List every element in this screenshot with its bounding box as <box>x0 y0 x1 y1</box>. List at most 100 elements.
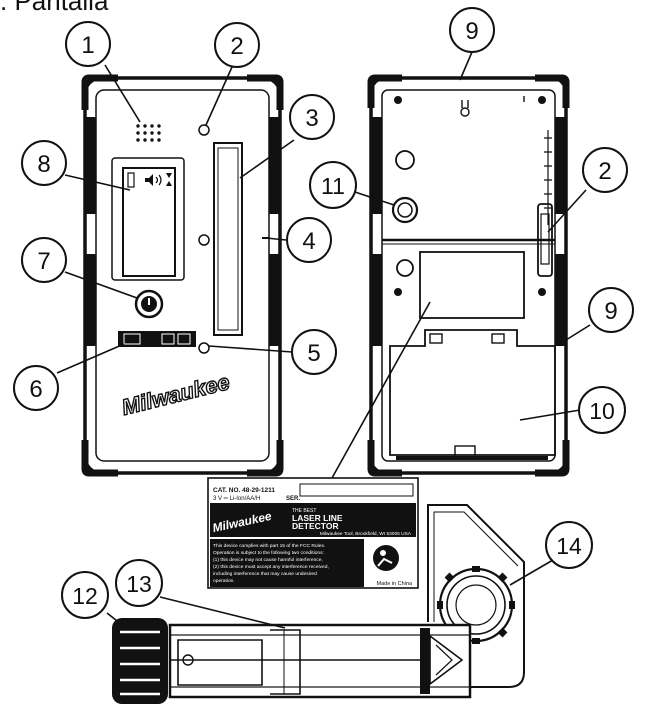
label-area <box>419 251 525 319</box>
svg-text:12: 12 <box>72 583 98 609</box>
svg-text:3: 3 <box>305 105 318 132</box>
clamp-knob-ridges <box>437 566 515 644</box>
bubble-vial-inner <box>540 213 550 265</box>
clamp-knob-ring <box>446 575 506 635</box>
svg-text:1: 1 <box>81 32 94 59</box>
leader-4 <box>265 237 287 241</box>
svg-text:5: 5 <box>307 340 320 367</box>
callout-2-rear: 2 <box>582 147 628 193</box>
rear-housing <box>369 76 568 475</box>
label-fcc-line: (1) this device may not cause harmful in… <box>213 557 323 563</box>
side-grip <box>269 117 279 214</box>
screw <box>394 96 402 104</box>
label-made-in: Made in China <box>377 581 413 587</box>
direction-arrows-icon <box>166 173 172 186</box>
receiving-window-inner <box>217 147 239 331</box>
rear-hole <box>395 150 415 170</box>
mount-marking <box>461 100 469 108</box>
callout-9-top: 9 <box>449 7 495 53</box>
leader-2-rear <box>547 189 587 233</box>
callout-5: 5 <box>291 329 337 375</box>
led-indicator <box>198 342 210 354</box>
svg-text:9: 9 <box>604 298 617 325</box>
product-label: CAT. NO. 48-29-1211 3 V ═ Li-Ion/AA/H SE… <box>207 477 419 589</box>
callout-11: 11 <box>309 161 357 209</box>
bumper-corner <box>81 440 118 477</box>
label-fcc-line: This device complies with part 15 of the… <box>213 543 325 549</box>
svg-text:6: 6 <box>29 376 42 403</box>
clamp-screw-knob-ridges <box>120 630 160 696</box>
bumper-corner <box>247 440 284 477</box>
bumper-corner <box>81 74 118 110</box>
callout-leaders <box>56 51 591 629</box>
bubble-vial <box>537 203 553 277</box>
clamp-end-block <box>420 628 430 694</box>
bumper-corner <box>367 440 402 477</box>
side-grip <box>86 117 96 214</box>
leader-3 <box>239 139 295 179</box>
callout-7: 7 <box>21 237 67 283</box>
leader-13 <box>159 596 286 629</box>
callout-9-side: 9 <box>588 287 634 333</box>
front-view: Milwaukee <box>81 74 284 477</box>
callout-6: 6 <box>13 365 59 411</box>
callout-10: 10 <box>578 386 626 434</box>
clamp-end-arrow <box>429 634 464 686</box>
receiving-window <box>213 142 243 336</box>
clamp-end-arrow-inner <box>435 644 453 676</box>
page-heading: . Pantalla <box>0 0 109 16</box>
bumper-corner <box>535 440 570 477</box>
callout-8: 8 <box>21 140 67 186</box>
screw <box>394 288 402 296</box>
label-fcc-line: (2) this device must accept any interfer… <box>213 564 329 570</box>
edge-scale-ticks <box>544 137 552 209</box>
leader-2 <box>205 66 233 126</box>
clamp <box>112 504 525 704</box>
callout-2: 2 <box>214 22 260 68</box>
clamp-bracket-inner <box>433 511 519 622</box>
bumper-corner <box>247 74 284 110</box>
label-fcc-line: including interference that may cause un… <box>213 571 317 577</box>
leader-9-side <box>565 324 591 341</box>
svg-text:4: 4 <box>302 228 315 255</box>
clamp-slider-screw <box>182 654 194 666</box>
clamp-slider <box>177 639 263 686</box>
clamp-jaw <box>270 629 301 695</box>
clamp-screw-knob <box>112 618 168 704</box>
side-grip <box>372 254 382 346</box>
side-grip <box>269 254 279 346</box>
bumper-corner <box>367 74 402 108</box>
label-product-small: THE BEST <box>292 508 316 514</box>
label-voltage: 3 V ═ Li-Ion/AA/H <box>213 496 260 502</box>
side-grip <box>555 117 565 214</box>
label-address: Milwaukee Tool, Brookfield, WI 53005 USA <box>320 531 412 537</box>
label-fcc-line: Operation is subject to the following tw… <box>213 550 324 556</box>
leader-5 <box>208 345 293 353</box>
leader-14 <box>509 559 554 586</box>
leader-12 <box>106 612 127 629</box>
label-leader <box>331 301 431 479</box>
led-indicator <box>198 124 210 136</box>
speaker-grille <box>136 124 161 142</box>
battery-indicator-icon <box>127 172 135 188</box>
svg-text:11: 11 <box>321 173 345 199</box>
volume-icon <box>145 174 153 186</box>
label-banner <box>210 503 416 537</box>
leader-11 <box>354 191 395 206</box>
side-grip <box>372 117 382 214</box>
svg-text:14: 14 <box>556 533 582 559</box>
display-screen <box>122 167 176 277</box>
callout-13: 13 <box>115 559 163 607</box>
bumper-corner <box>535 74 570 108</box>
label-fcc-block <box>210 539 364 587</box>
clamp-knob-center <box>455 584 497 626</box>
callout-4: 4 <box>286 217 332 263</box>
callout-14: 14 <box>545 521 593 569</box>
rear-hole <box>396 259 414 277</box>
label-cat-number: CAT. NO. 48-29-1211 <box>213 487 275 494</box>
rear-view <box>367 74 570 477</box>
svg-text:2: 2 <box>230 33 243 60</box>
magnet <box>391 196 419 224</box>
